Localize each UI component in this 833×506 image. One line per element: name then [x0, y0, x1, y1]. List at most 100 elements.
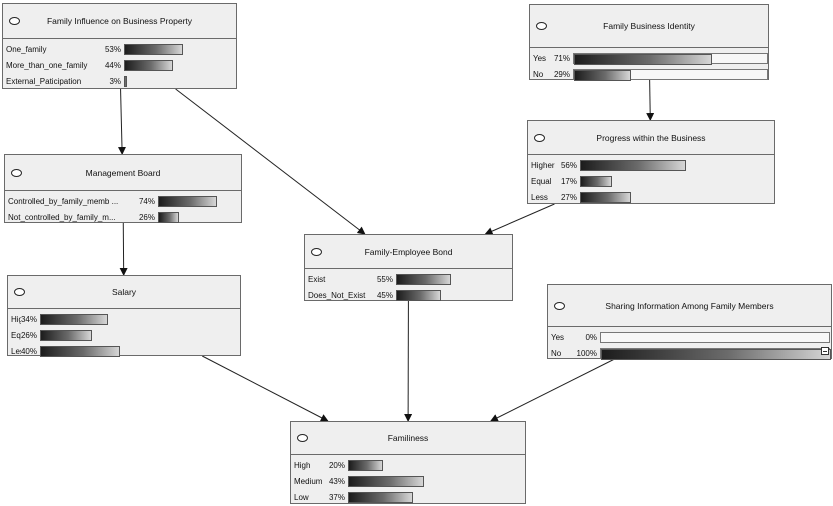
node-title: Progress within the Business — [596, 132, 706, 143]
state-percent: 26% — [20, 330, 37, 340]
node-header: Salary — [8, 276, 240, 309]
state-row[interactable]: Equal26% — [8, 327, 240, 343]
state-bar-track — [124, 75, 236, 87]
state-label: High — [294, 460, 311, 470]
node-states: Higher34%Equal26%Less40% — [8, 309, 240, 359]
node-management-board[interactable]: Management Board Controlled_by_family_me… — [4, 154, 242, 223]
state-bar-track — [573, 68, 768, 81]
state-percent: 27% — [560, 192, 577, 202]
state-label: Equal — [531, 176, 552, 186]
state-row[interactable]: More_than_one_family 44% — [3, 57, 236, 73]
state-bar-track — [348, 491, 525, 503]
state-row[interactable]: No 100% — [548, 345, 831, 361]
state-probability-bar — [574, 69, 631, 81]
state-row[interactable]: Controlled_by_family_memb ... 74% — [5, 193, 241, 209]
state-bar-track — [40, 313, 240, 325]
state-percent: 45% — [376, 290, 393, 300]
state-percent: 29% — [553, 69, 570, 79]
node-title: Salary — [111, 287, 137, 297]
node-salary[interactable]: Salary Higher34%Equal26%Less40% — [7, 275, 241, 359]
state-row[interactable]: Does_Not_Exist 45% — [305, 287, 512, 303]
state-probability-bar — [580, 191, 631, 203]
state-bar-track — [600, 331, 830, 343]
node-header: Family Business Identity — [530, 5, 768, 48]
state-row[interactable]: No 29% — [530, 66, 768, 82]
state-percent: 20% — [328, 460, 345, 470]
node-title: Family Business Identity — [603, 21, 695, 31]
node-title: Family-Employee Bond — [364, 246, 453, 257]
state-label: Less — [11, 346, 21, 356]
state-label: No — [551, 348, 562, 358]
state-label: Higher — [11, 314, 21, 324]
state-label: Exist — [308, 274, 326, 284]
state-bar-track — [124, 59, 236, 71]
state-bar-track — [348, 459, 525, 471]
state-percent: 56% — [560, 160, 577, 170]
state-bar-track — [396, 273, 496, 285]
state-label: Medium — [294, 476, 323, 486]
state-percent: 71% — [553, 53, 570, 63]
state-label: More_than_one_family — [6, 60, 88, 70]
node-progress-within-business[interactable]: Progress within the Business Higher 56% Eq… — [527, 120, 775, 204]
node-header: Family Influence on Business Property — [3, 4, 236, 39]
state-percent: 3% — [109, 76, 121, 86]
state-bar-track — [580, 191, 770, 203]
state-row[interactable]: Less 27% — [528, 189, 774, 205]
node-title: Management Board — [85, 167, 161, 178]
state-label: No — [533, 69, 544, 79]
state-percent: 100% — [576, 348, 597, 358]
state-percent: 74% — [138, 196, 155, 206]
state-label: Low — [294, 492, 309, 502]
state-bar-track — [580, 175, 770, 187]
edge-salary-to-familiness — [202, 355, 329, 422]
state-bar-track — [124, 43, 236, 55]
state-probability-bar — [158, 211, 179, 223]
state-label: Does_Not_Exist — [308, 290, 366, 300]
node-title: Family Influence on Business Property — [46, 16, 193, 26]
edge-progress-to-family_employee_bond — [484, 203, 555, 235]
minimize-icon[interactable] — [821, 347, 829, 355]
node-states: Higher 56% Equal 17% Less 27% — [528, 155, 774, 205]
state-bar-track — [40, 329, 240, 341]
state-bar-track — [40, 345, 240, 357]
state-probability-bar — [124, 43, 183, 55]
state-row[interactable]: Less40% — [8, 343, 240, 359]
state-probability-bar — [348, 459, 383, 471]
state-probability-bar — [580, 175, 612, 187]
state-label: Higher — [531, 160, 555, 170]
state-percent: 17% — [560, 176, 577, 186]
node-sharing-information[interactable]: Sharing Information Among Family Members… — [547, 284, 832, 361]
state-row[interactable]: Higher34% — [8, 311, 240, 327]
state-label: Controlled_by_family_memb ... — [8, 196, 119, 206]
edge-sharing_info-to-familiness — [489, 358, 615, 422]
state-probability-bar — [40, 329, 92, 341]
state-row[interactable]: Not_controlled_by_family_m...26% — [5, 209, 241, 225]
state-bar-track — [573, 52, 768, 65]
node-header: Progress within the Business — [528, 121, 774, 155]
state-row[interactable]: High 20% — [291, 457, 525, 473]
state-probability-bar — [40, 313, 108, 325]
state-row[interactable]: Equal 17% — [528, 173, 774, 189]
state-percent: 44% — [104, 60, 121, 70]
edge-family_business_identity-to-progress — [646, 79, 655, 121]
state-probability-bar — [158, 195, 217, 207]
state-row[interactable]: Higher 56% — [528, 157, 774, 173]
node-family-influence[interactable]: Family Influence on Business Property On… — [2, 3, 237, 89]
state-probability-bar — [580, 159, 686, 171]
state-label: Equal — [11, 330, 21, 340]
state-percent: 40% — [20, 346, 37, 356]
state-label: Less — [531, 192, 548, 202]
node-oval-icon — [9, 17, 20, 25]
